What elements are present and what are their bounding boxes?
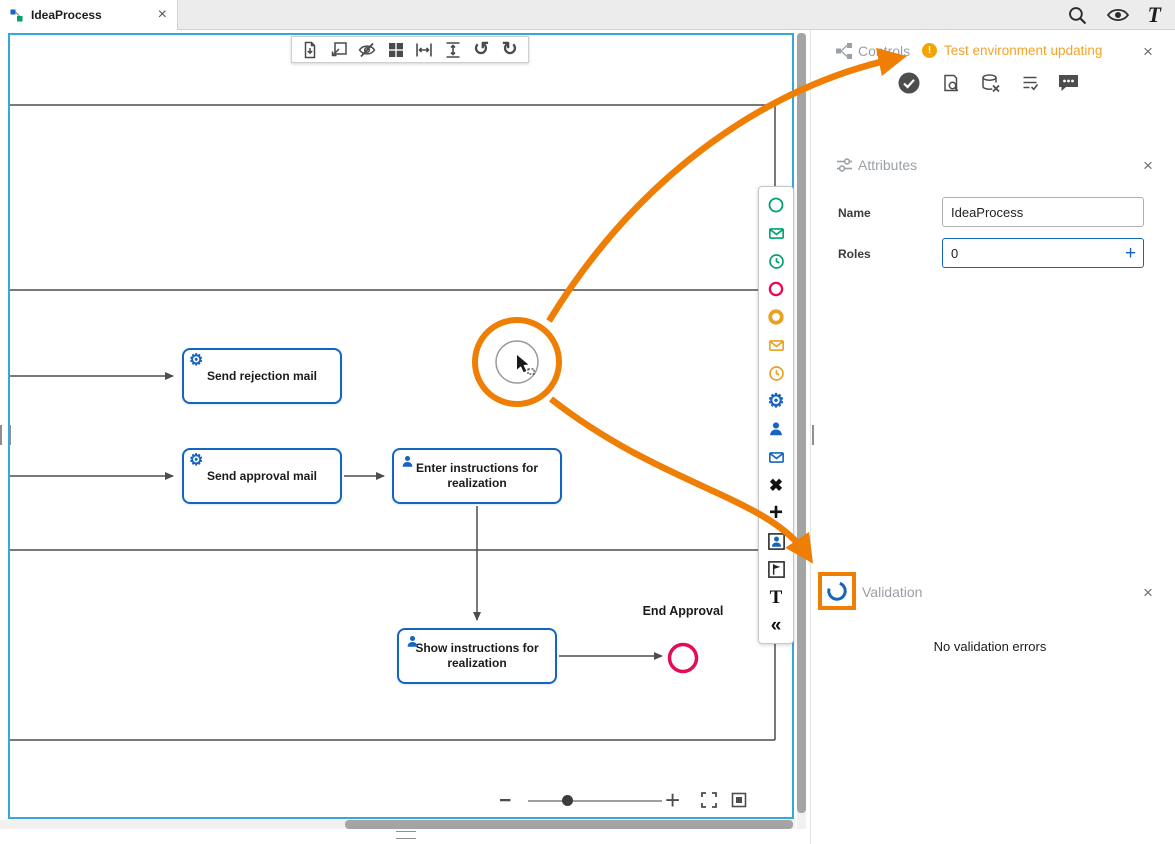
text-annotation-icon[interactable]: T [769, 586, 783, 608]
search-icon[interactable] [1067, 5, 1088, 26]
service-task-icon[interactable]: ⚙ [767, 390, 785, 412]
intermediate-event-icon[interactable] [762, 303, 790, 331]
timer-event-icon[interactable] [762, 359, 790, 387]
roles-field-label: Roles [838, 247, 871, 261]
tab-ideaprocess[interactable]: IdeaProcess × [0, 0, 178, 30]
pool-resize-grip[interactable] [0, 425, 11, 445]
delete-icon[interactable]: ✖ [768, 475, 784, 495]
task-label: Enter instructions for realization [415, 461, 538, 490]
zoom-slider-handle[interactable] [562, 795, 573, 806]
tab-strip: IdeaProcess × T [0, 0, 1175, 30]
cursor-icon [517, 355, 529, 373]
grid-icon[interactable] [385, 39, 407, 61]
validation-spinner-icon [827, 581, 847, 601]
canvas-grab-handle[interactable] [396, 831, 416, 839]
canvas-toolbar: ↺ ↻ [291, 36, 529, 63]
panel-divider [810, 30, 811, 844]
roles-input[interactable] [942, 238, 1144, 268]
message-task-icon[interactable] [762, 443, 790, 471]
zoom-in-button[interactable]: + [665, 785, 681, 815]
gear-icon: ⚙ [189, 352, 204, 369]
task-send-rejection-mail[interactable]: ⚙ Send rejection mail [182, 348, 342, 404]
preview-search-icon[interactable] [941, 73, 961, 93]
task-label: Show instructions for realization [415, 641, 539, 670]
user-icon [402, 455, 413, 467]
user-icon [407, 635, 418, 647]
redo-icon[interactable]: ↻ [501, 39, 518, 60]
hide-preview-icon[interactable] [356, 39, 378, 61]
task-show-instructions[interactable]: Show instructions for realization [397, 628, 557, 684]
undo-icon[interactable]: ↺ [473, 39, 490, 60]
add-icon[interactable]: + [768, 499, 783, 526]
message-event-icon[interactable] [762, 331, 790, 359]
message-start-event-icon[interactable] [762, 219, 790, 247]
warning-icon: ! [922, 43, 937, 58]
diagram-layer [10, 104, 776, 741]
publish-check-icon[interactable] [897, 71, 921, 95]
collapse-palette-icon[interactable]: « [770, 614, 782, 636]
zoom-out-button[interactable]: − [499, 789, 512, 812]
end-event-label: End Approval [642, 604, 724, 618]
name-input[interactable] [942, 197, 1144, 227]
distribute-vertical-icon[interactable] [442, 39, 464, 61]
task-send-approval-mail[interactable]: ⚙ Send approval mail [182, 448, 342, 504]
process-icon [10, 9, 23, 21]
database-icon[interactable] [980, 73, 1001, 93]
user-pool-icon[interactable] [762, 527, 790, 555]
flag-annotation-icon[interactable] [762, 555, 790, 583]
attributes-section-title: Attributes [858, 157, 918, 173]
shape-palette: ⚙ ✖ + T « [758, 186, 794, 644]
topbar-icons: T [1067, 0, 1161, 30]
tab-close-icon[interactable]: × [157, 6, 167, 23]
start-event-icon[interactable] [762, 191, 790, 219]
attributes-close-icon[interactable]: × [1143, 156, 1153, 175]
tab-title: IdeaProcess [31, 8, 102, 22]
zoom-slider-track[interactable] [528, 800, 662, 802]
task-label: Send approval mail [206, 468, 318, 483]
warning-text: Test environment updating [944, 43, 1103, 58]
sequence-flows [10, 372, 663, 660]
controls-close-icon[interactable]: × [1143, 42, 1153, 61]
end-event[interactable] [667, 642, 699, 674]
user-task-icon[interactable] [762, 415, 790, 443]
text-style-icon[interactable]: T [1147, 2, 1161, 27]
download-icon[interactable] [299, 39, 321, 61]
timer-start-event-icon[interactable] [762, 247, 790, 275]
horizontal-scrollbar-thumb[interactable] [345, 820, 793, 829]
fit-view-icon[interactable] [730, 791, 748, 809]
export-icon[interactable] [328, 39, 350, 61]
tasklist-icon[interactable] [1020, 73, 1040, 93]
swimlane-pool [10, 104, 776, 741]
add-role-button[interactable]: + [1125, 243, 1137, 264]
task-label: Send rejection mail [206, 368, 318, 383]
vertical-scrollbar-thumb[interactable] [797, 33, 806, 813]
task-enter-instructions[interactable]: Enter instructions for realization [392, 448, 562, 504]
attributes-icon [837, 158, 852, 172]
validation-close-icon[interactable]: × [1143, 583, 1153, 602]
distribute-horizontal-icon[interactable] [413, 39, 435, 61]
fullscreen-icon[interactable] [700, 791, 718, 809]
name-field-label: Name [838, 206, 871, 220]
end-event-icon[interactable] [762, 275, 790, 303]
controls-section-title: Controls [858, 43, 911, 59]
controls-icon [836, 43, 852, 59]
eye-icon[interactable] [1106, 5, 1130, 25]
placing-event-shape[interactable] [495, 340, 539, 384]
validation-message: No validation errors [933, 639, 1047, 654]
validation-section-title: Validation [862, 584, 923, 600]
comments-icon[interactable] [1057, 72, 1080, 94]
gear-icon: ⚙ [189, 452, 204, 469]
